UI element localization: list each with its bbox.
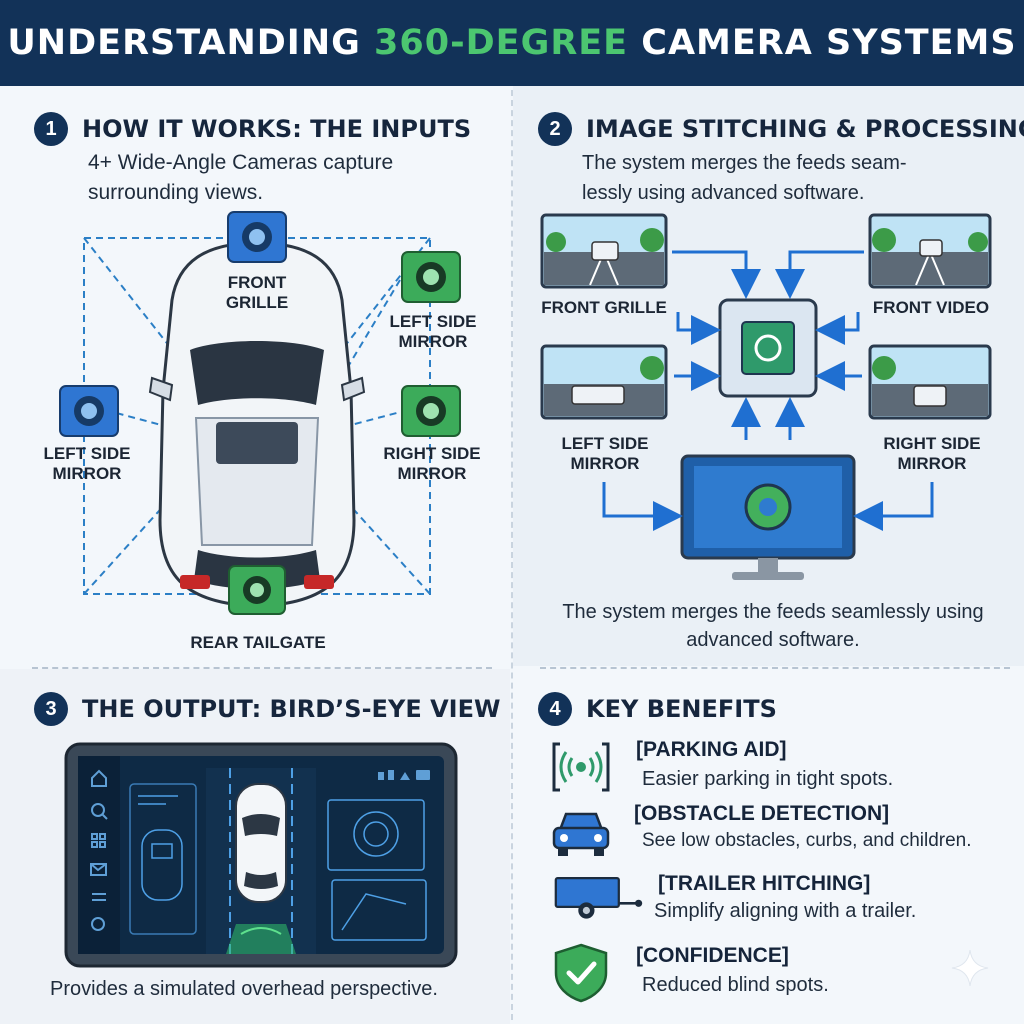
camera-icon [228, 565, 286, 615]
benefit-confidence: [CONFIDENCE] Reduced blind spots. [546, 940, 1016, 1003]
section3-heading: 3 THE OUTPUT: BIRD’S-EYE VIEW [34, 692, 500, 726]
vertical-divider [511, 90, 513, 1020]
feed-label-left-side-mirror: LEFT SIDE MIRROR [561, 434, 649, 473]
section3-caption: Provides a simulated overhead perspectiv… [50, 978, 438, 1000]
camera-label-right-side-mirror: RIGHT SIDE MIRROR [383, 444, 481, 483]
monitor-gear-icon [680, 454, 856, 580]
shield-check-icon [554, 943, 608, 1003]
horizontal-divider-left [32, 667, 492, 669]
section2-number: 2 [538, 112, 572, 146]
stitching-diagram [540, 213, 992, 580]
settings-icon [91, 917, 105, 931]
benefit-title: [PARKING AID] [636, 738, 787, 761]
feed-label-front-video: FRONT VIDEO [872, 298, 990, 317]
feed-label-front-grille: FRONT GRILLE [541, 298, 667, 317]
section4-heading: 4 KEY BENEFITS [538, 692, 777, 726]
processor-chip-icon [718, 298, 818, 398]
mail-icon [90, 863, 107, 876]
camera-icon [401, 251, 461, 303]
sparkle-icon [951, 949, 989, 987]
home-icon [91, 769, 107, 787]
benefit-trailer-hitching: [TRAILER HITCHING] Simplify aligning wit… [546, 866, 1016, 928]
feed-thumbnail [540, 213, 668, 289]
section3-number: 3 [34, 692, 68, 726]
camera-icon [59, 385, 119, 437]
title-banner: UNDERSTANDING 360-DEGREE CAMERA SYSTEMS [0, 0, 1024, 86]
benefit-title: [TRAILER HITCHING] [658, 872, 871, 895]
car-front-icon [552, 812, 610, 856]
benefit-desc: Simplify aligning with a trailer. [654, 900, 917, 922]
benefit-title: [OBSTACLE DETECTION] [634, 802, 890, 825]
horizontal-divider-right [540, 667, 1010, 669]
section2-description: The system merges the feeds seam-lessly … [582, 152, 907, 204]
feed-thumbnail [540, 344, 668, 420]
camera-icon [401, 385, 461, 437]
camera-icon [227, 211, 287, 263]
camera-label-left-side-mirror-upper: LEFT SIDE MIRROR [389, 312, 477, 351]
search-icon [91, 803, 105, 817]
birds-eye-display [64, 742, 458, 968]
section3-title: THE OUTPUT: BIRD’S-EYE VIEW [82, 695, 501, 723]
car-top-view [148, 241, 366, 608]
section1-number: 1 [34, 112, 68, 146]
car-camera-diagram [59, 211, 461, 615]
section2-title: IMAGE STITCHING & PROCESSING [586, 115, 1024, 143]
parking-sensor-icon [552, 742, 610, 792]
section1-title: HOW IT WORKS: THE INPUTS [82, 115, 472, 143]
feed-thumbnail [868, 213, 992, 289]
feed-label-right-side-mirror: RIGHT SIDE MIRROR [883, 434, 981, 473]
section2-caption: The system merges the feeds seamlessly u… [562, 601, 984, 651]
section1-heading: 1 HOW IT WORKS: THE INPUTS [34, 112, 471, 146]
camera-label-front-grille: FRONT GRILLE [225, 273, 289, 312]
section2-heading: 2 IMAGE STITCHING & PROCESSING [538, 112, 1024, 146]
benefit-title: [CONFIDENCE] [636, 944, 789, 967]
benefit-desc: See low obstacles, curbs, and children. [642, 830, 972, 851]
car-top-icon [235, 783, 287, 903]
benefit-obstacle-detection: [OBSTACLE DETECTION] See low obstacles, … [546, 800, 1016, 862]
camera-label-rear-tailgate: REAR TAILGATE [190, 633, 326, 652]
benefit-desc: Easier parking in tight spots. [642, 768, 894, 790]
page-title: UNDERSTANDING 360-DEGREE CAMERA SYSTEMS [7, 23, 1017, 63]
feed-thumbnail [868, 344, 992, 420]
trailer-icon [554, 876, 643, 919]
section1-description: 4+ Wide-Angle Cameras capture surroundin… [88, 151, 394, 204]
benefit-desc: Reduced blind spots. [642, 974, 829, 996]
camera-label-left-side-mirror: LEFT SIDE MIRROR [43, 444, 131, 483]
benefit-parking-aid: [PARKING AID] Easier parking in tight sp… [546, 736, 1016, 798]
section4-number: 4 [538, 692, 572, 726]
section4-title: KEY BENEFITS [586, 695, 777, 723]
